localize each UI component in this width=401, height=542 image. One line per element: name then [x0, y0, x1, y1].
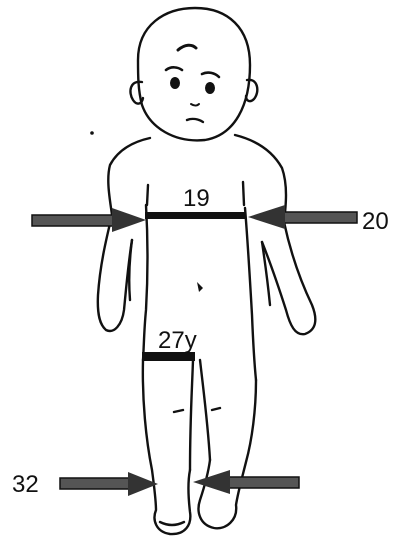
stray-dot — [90, 131, 94, 135]
baby-hair-tuft — [178, 45, 196, 50]
baby-torso-left — [98, 138, 150, 331]
baby-left-leg — [143, 360, 190, 534]
arm-span-label: 20 — [362, 208, 389, 235]
baby-left-armpit — [147, 185, 148, 205]
baby-left-knee-mark — [174, 410, 183, 412]
baby-right-knee-mark — [212, 408, 220, 410]
baby-head — [138, 8, 250, 140]
baby-right-leg — [199, 380, 256, 528]
chest-circumference-label: 19 — [183, 185, 210, 212]
baby-navel — [197, 282, 203, 292]
left-ankle-arrow — [60, 472, 158, 496]
baby-left-eyebrow — [166, 67, 182, 70]
ankle-width-label: 32 — [12, 471, 39, 498]
right-chest-arrow — [248, 205, 357, 229]
baby-nose — [191, 104, 199, 106]
baby-foot-line — [160, 522, 184, 525]
baby-face — [166, 67, 219, 292]
baby-right-eyebrow — [202, 73, 219, 77]
baby-left-eye — [170, 77, 180, 89]
chest-measure-bar — [145, 212, 245, 219]
baby-body-right-side — [245, 208, 256, 380]
right-ankle-arrow — [193, 470, 299, 494]
baby-right-armpit — [243, 182, 244, 205]
baby-left-ear — [130, 82, 143, 104]
baby-body-left-side — [143, 205, 148, 360]
waist-length-label: 27y — [158, 327, 197, 354]
baby-inner-leg-right — [200, 360, 210, 460]
left-chest-arrow — [32, 208, 146, 232]
baby-right-eye — [205, 82, 215, 94]
baby-inner-leg-left — [190, 360, 193, 470]
baby-mouth — [187, 119, 203, 122]
